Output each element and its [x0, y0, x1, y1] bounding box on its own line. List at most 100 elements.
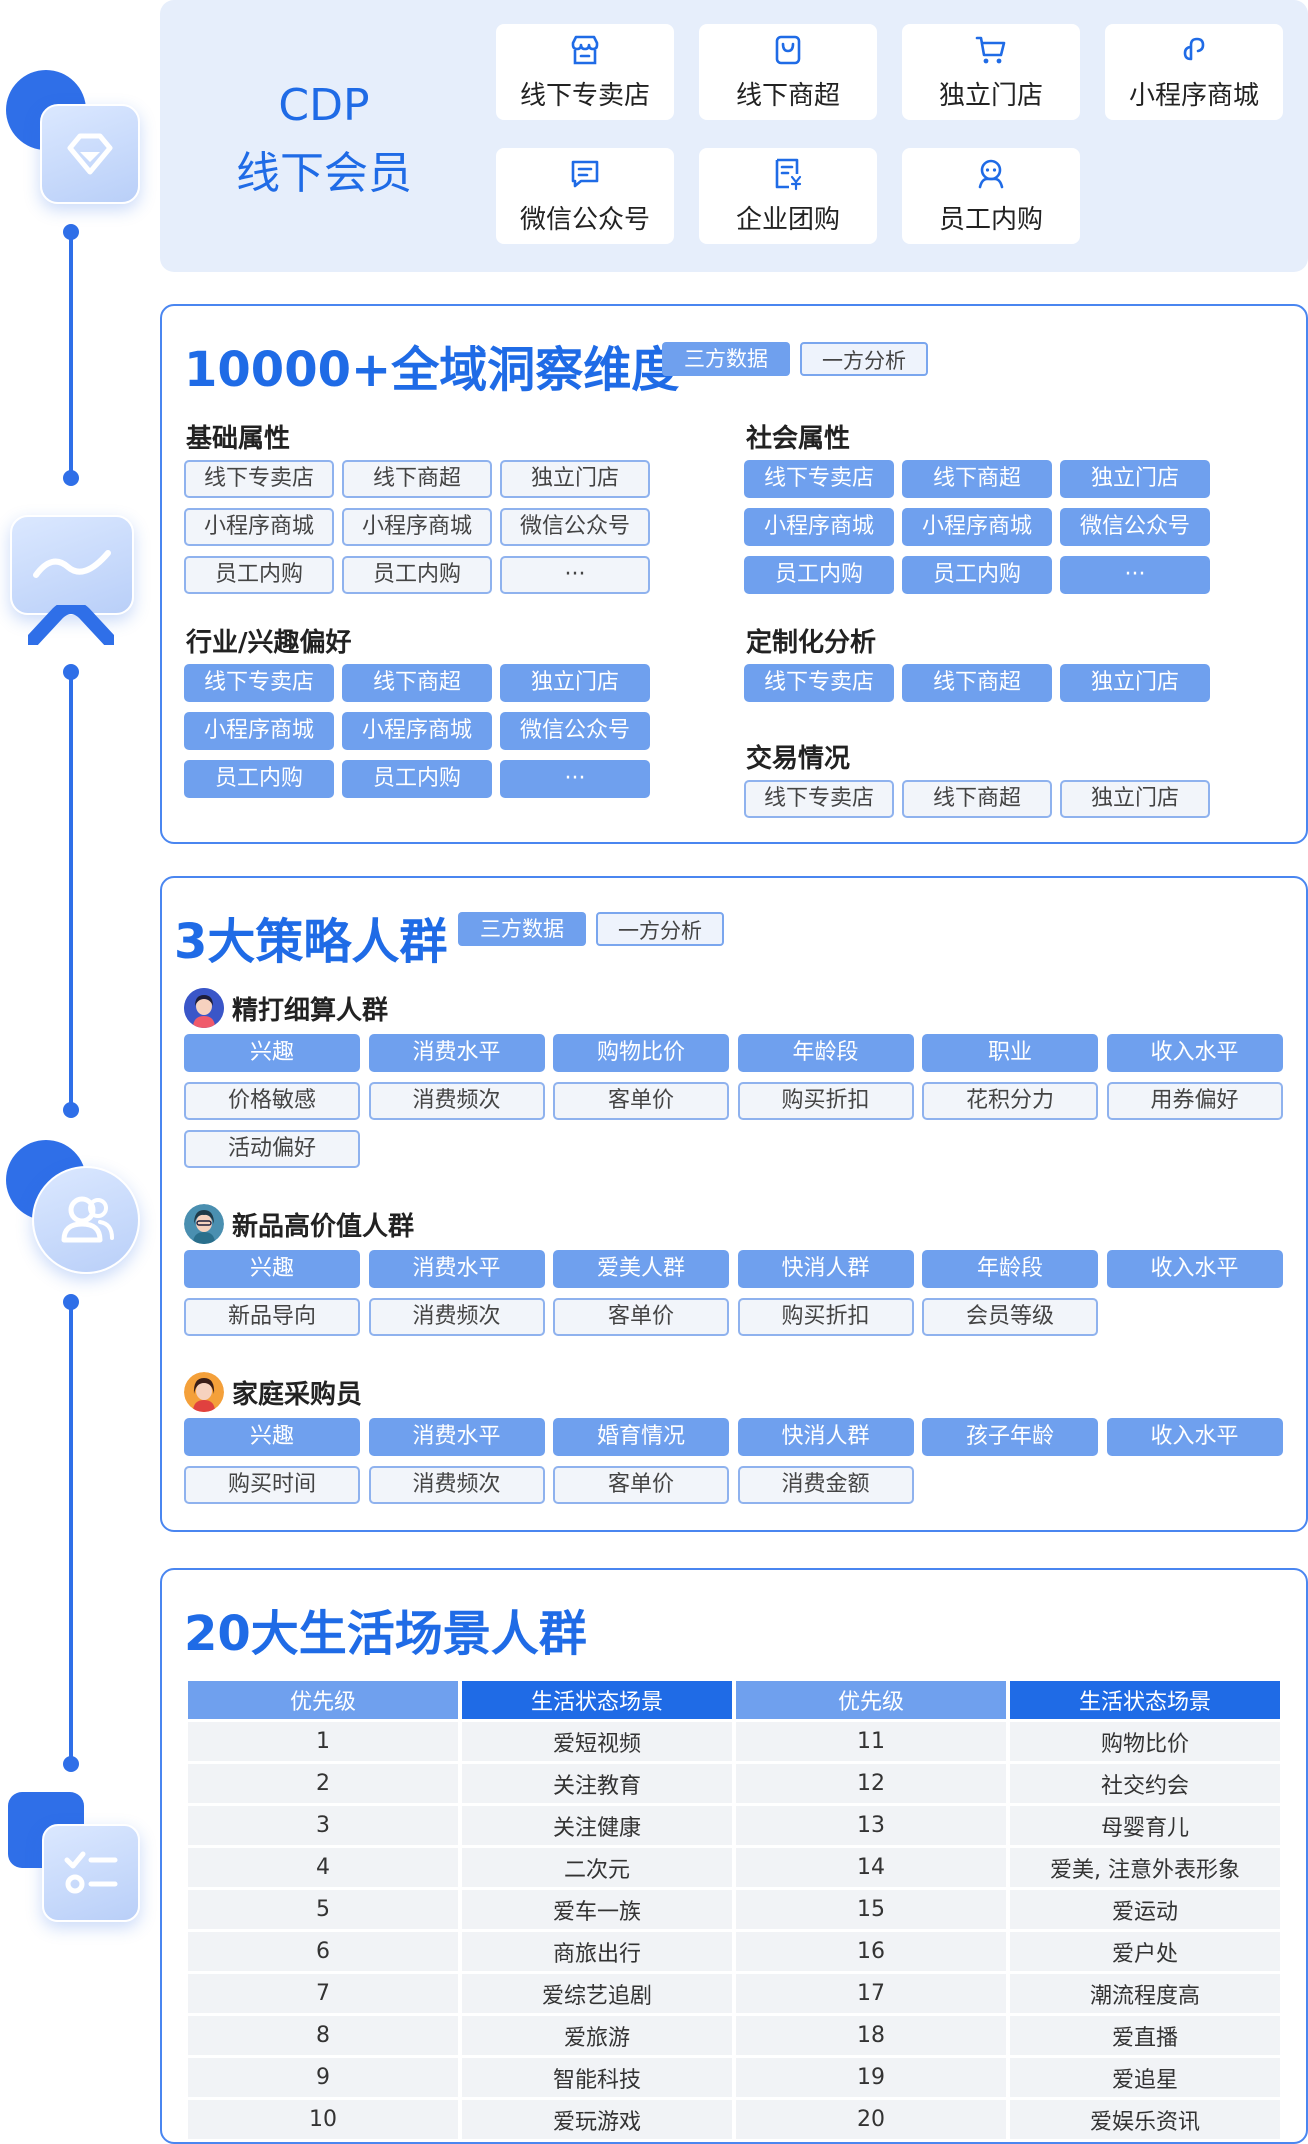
tag-chip[interactable]: 小程序商城 [184, 508, 334, 546]
tag-chip[interactable]: 线下商超 [902, 460, 1052, 498]
tag-chip[interactable]: 线下专卖店 [744, 460, 894, 498]
tag-chip[interactable]: 线下专卖店 [744, 664, 894, 702]
checklist-icon [8, 1792, 140, 1922]
tag-chip[interactable]: 购买折扣 [737, 1298, 914, 1336]
tag-chip[interactable]: 员工内购 [184, 760, 334, 798]
tag-chip[interactable]: ··· [500, 556, 650, 594]
tag-chip[interactable]: 线下商超 [342, 460, 492, 498]
tag-chip[interactable]: ··· [1060, 556, 1210, 594]
tag-chip[interactable]: 线下专卖店 [184, 664, 334, 702]
tag-chip[interactable]: ··· [500, 760, 650, 798]
tag-chip[interactable]: 年龄段 [922, 1250, 1098, 1288]
tag-chip[interactable]: 客单价 [553, 1298, 729, 1336]
tag-chip[interactable]: 收入水平 [1106, 1418, 1283, 1456]
tag-chip[interactable]: 微信公众号 [500, 508, 650, 546]
tag-chip[interactable]: 收入水平 [1106, 1034, 1283, 1072]
tag-chip[interactable]: 线下专卖店 [744, 780, 894, 818]
insight-title: 10000+全域洞察维度 [184, 342, 680, 398]
tag-chip[interactable]: 独立门店 [500, 460, 650, 498]
tag-chip[interactable]: 消费水平 [368, 1034, 545, 1072]
column-header-scene: 生活状态场景 [1010, 1681, 1280, 1719]
channel-label: 微信公众号 [519, 204, 650, 235]
timeline-dot [63, 664, 79, 680]
tag-chip[interactable]: 独立门店 [1060, 460, 1210, 498]
tag-chip[interactable]: 职业 [922, 1034, 1098, 1072]
cdp-channels-card: CDP 线下会员 线下专卖店 线下商超 独立门店 小程序商城 微信公众号 企业团… [160, 0, 1308, 272]
tag-chip[interactable]: 线下商超 [902, 780, 1052, 818]
channel-label: 线下商超 [735, 80, 840, 111]
tag-chip[interactable]: 快消人群 [737, 1250, 914, 1288]
tag-chip[interactable]: 会员等级 [922, 1298, 1098, 1336]
tag-chip[interactable]: 兴趣 [184, 1250, 360, 1288]
tag-chip[interactable]: 新品导向 [184, 1298, 360, 1336]
tag-chip[interactable]: 小程序商城 [342, 712, 492, 750]
tag-chip[interactable]: 员工内购 [902, 556, 1052, 594]
tag-chip[interactable]: 购买时间 [184, 1466, 360, 1504]
priority-cell: 7 [188, 1974, 458, 2013]
channel-label: 独立门店 [938, 80, 1043, 111]
priority-cell: 11 [736, 1722, 1006, 1761]
tag-chip[interactable]: 小程序商城 [342, 508, 492, 546]
tag-chip[interactable]: 微信公众号 [1060, 508, 1210, 546]
tag-chip[interactable]: 独立门店 [1060, 780, 1210, 818]
tag-chip[interactable]: 购物比价 [553, 1034, 729, 1072]
tag-chip[interactable]: 员工内购 [342, 760, 492, 798]
persona-title: 家庭采购员 [232, 1380, 363, 1410]
tag-chip[interactable]: 孩子年龄 [922, 1418, 1098, 1456]
tag-chip[interactable]: 消费金额 [737, 1466, 914, 1504]
group-title: 交易情况 [746, 744, 851, 774]
tag-chip[interactable]: 消费频次 [368, 1082, 545, 1120]
tag-chip[interactable]: 线下专卖店 [184, 460, 334, 498]
scene-cell: 爱运动 [1010, 1890, 1280, 1929]
tag-chip[interactable]: 兴趣 [184, 1418, 360, 1456]
tag-chip[interactable]: 用券偏好 [1106, 1082, 1283, 1120]
tag-chip[interactable]: 消费水平 [368, 1418, 545, 1456]
tag-chip[interactable]: 客单价 [553, 1466, 729, 1504]
tag-chip[interactable]: 消费水平 [368, 1250, 545, 1288]
tag-chip[interactable]: 独立门店 [1060, 664, 1210, 702]
channel-tile: 微信公众号 [496, 148, 674, 244]
priority-cell: 3 [188, 1806, 458, 1845]
cdp-title-line2: 线下会员 [236, 148, 412, 199]
tag-chip[interactable]: 小程序商城 [744, 508, 894, 546]
tag-chip[interactable]: 购买折扣 [737, 1082, 914, 1120]
diamond-icon [6, 70, 140, 204]
tag-chip[interactable]: 员工内购 [744, 556, 894, 594]
tag-chip[interactable]: 价格敏感 [184, 1082, 360, 1120]
tag-chip[interactable]: 消费频次 [368, 1298, 545, 1336]
tag-chip[interactable]: 员工内购 [342, 556, 492, 594]
group-title: 行业/兴趣偏好 [186, 628, 352, 658]
tag-chip[interactable]: 独立门店 [500, 664, 650, 702]
tag-chip[interactable]: 婚育情况 [553, 1418, 729, 1456]
tag-chip[interactable]: 年龄段 [737, 1034, 914, 1072]
timeline-line [69, 672, 73, 1110]
tag-chip[interactable]: 小程序商城 [184, 712, 334, 750]
timeline-dot [63, 470, 79, 486]
tag-chip[interactable]: 爱美人群 [553, 1250, 729, 1288]
tag-chip[interactable]: 微信公众号 [500, 712, 650, 750]
tag-chip[interactable]: 快消人群 [737, 1418, 914, 1456]
priority-cell: 14 [736, 1848, 1006, 1887]
tag-chip[interactable]: 线下商超 [342, 664, 492, 702]
tag-chip[interactable]: 活动偏好 [184, 1130, 360, 1168]
scene-cell: 爱户处 [1010, 1932, 1280, 1971]
tag-chip[interactable]: 小程序商城 [902, 508, 1052, 546]
group-title: 定制化分析 [746, 628, 877, 658]
tag-chip[interactable]: 消费频次 [368, 1466, 545, 1504]
tag-chip[interactable]: 客单价 [553, 1082, 729, 1120]
tag-chip[interactable]: 员工内购 [184, 556, 334, 594]
tag-chip[interactable]: 兴趣 [184, 1034, 360, 1072]
tag-chip[interactable]: 收入水平 [1106, 1250, 1283, 1288]
tag-chip[interactable]: 花积分力 [922, 1082, 1098, 1120]
tag-chip[interactable]: 线下商超 [902, 664, 1052, 702]
scene-cell: 爱直播 [1010, 2016, 1280, 2055]
channel-label: 线下专卖店 [519, 80, 650, 111]
cart-icon [975, 36, 1006, 63]
timeline-line [69, 1302, 73, 1764]
persona-title: 精打细算人群 [232, 996, 389, 1026]
scene-cell: 潮流程度高 [1010, 1974, 1280, 2013]
priority-cell: 9 [188, 2058, 458, 2097]
